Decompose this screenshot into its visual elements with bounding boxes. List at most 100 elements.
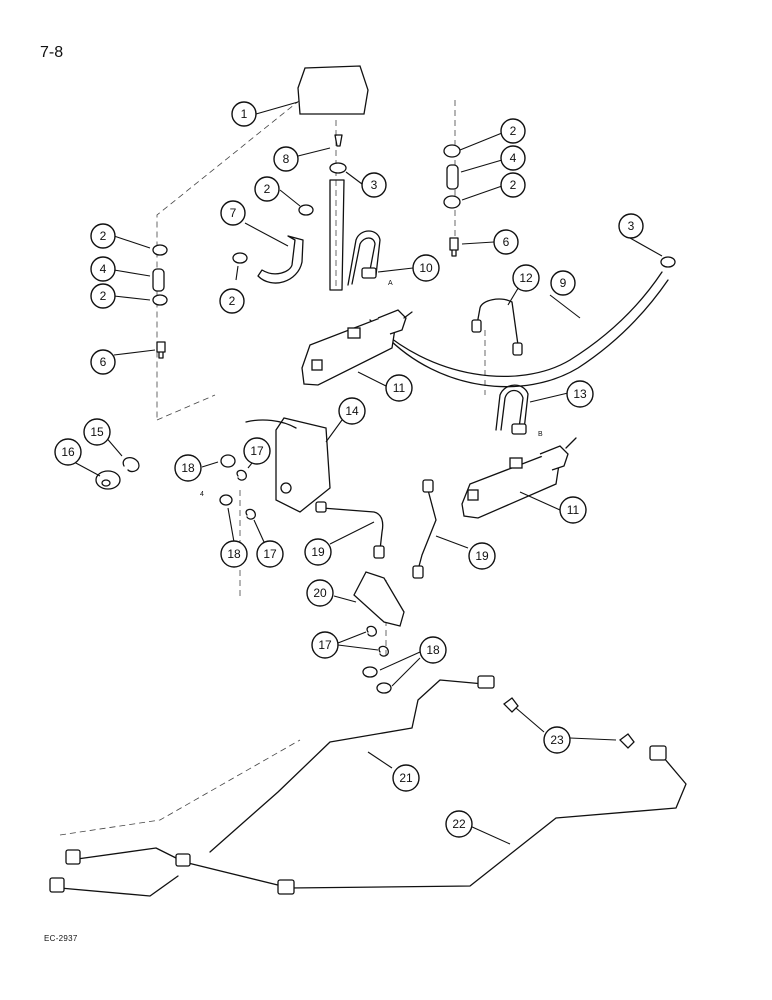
mark-four: 4 [200,491,204,498]
leader-lines [73,101,663,845]
svg-text:6: 6 [503,235,510,249]
svg-text:2: 2 [229,294,236,308]
callout-12: 12 [512,264,540,292]
svg-text:17: 17 [263,547,277,561]
callout-18: 18 [419,636,447,664]
callout-18: 18 [174,454,202,482]
callout-14: 14 [338,397,366,425]
plate-20 [353,571,405,627]
clips-and-bushings [219,454,392,694]
svg-text:22: 22 [452,817,466,831]
callout-13: 13 [566,380,594,408]
svg-text:3: 3 [371,178,378,192]
bracket-14 [275,417,331,513]
svg-text:17: 17 [250,444,264,458]
callout-23: 23 [543,726,571,754]
callout-19: 19 [304,538,332,566]
svg-text:10: 10 [419,261,433,275]
pipe-22 [69,757,687,889]
svg-text:14: 14 [345,404,359,418]
fitting-6-right [449,237,459,257]
svg-text:21: 21 [399,771,413,785]
callout-16: 16 [54,438,82,466]
callout-2: 2 [219,288,245,314]
svg-text:18: 18 [426,643,440,657]
svg-text:11: 11 [567,503,580,517]
callout-3: 3 [361,172,387,198]
callout-18: 18 [220,540,248,568]
svg-text:23: 23 [550,733,564,747]
svg-text:11: 11 [393,381,406,395]
callout-17: 17 [256,540,284,568]
svg-text:18: 18 [181,461,195,475]
svg-text:3: 3 [628,219,635,233]
callout-11: 11 [559,496,587,524]
callout-19: 19 [468,542,496,570]
callout-15: 15 [83,418,111,446]
page-number: 7-8 [40,44,64,61]
callout-20: 20 [306,579,334,607]
svg-text:17: 17 [318,638,332,652]
callout-17: 17 [243,437,271,465]
svg-text:2: 2 [100,289,107,303]
callout-8: 8 [273,146,299,172]
svg-text:4: 4 [510,151,517,165]
mark-b: B [538,431,543,438]
svg-text:19: 19 [311,545,325,559]
svg-text:8: 8 [283,152,290,166]
fitting-23-left [503,697,519,713]
clip-15 [122,456,140,473]
pipe-13 [495,384,529,431]
svg-text:7: 7 [230,206,237,220]
callout-2: 2 [90,223,116,249]
callout-7: 7 [220,200,246,226]
callout-4: 4 [90,256,116,282]
sleeve-4-right [446,164,459,190]
pipe-10 [347,230,381,286]
svg-text:2: 2 [510,124,517,138]
pipe-19-right [417,489,437,571]
svg-text:20: 20 [313,586,327,600]
fitting-23-right [619,733,635,749]
hose-7 [257,235,304,284]
svg-text:2: 2 [264,182,271,196]
callout-21: 21 [392,764,420,792]
reservoir [297,65,369,115]
svg-text:2: 2 [510,178,517,192]
callout-2: 2 [254,176,280,202]
callout-17: 17 [311,631,339,659]
callout-2: 2 [500,118,526,144]
svg-text:19: 19 [475,549,489,563]
callout-1: 1 [231,101,257,127]
svg-text:1: 1 [241,107,248,121]
callout-2: 2 [500,172,526,198]
svg-text:6: 6 [100,355,107,369]
hose-3 [329,179,345,291]
alignment-guides [59,99,486,836]
mark-a: A [388,280,393,287]
callout-4: 4 [500,145,526,171]
fitting-8 [334,134,343,147]
pipe-19-left [321,507,384,551]
callout-6: 6 [493,229,519,255]
callout-3: 3 [618,213,644,239]
svg-text:15: 15 [90,425,104,439]
master-cylinder-lower [461,437,577,519]
sleeve-4-left [152,268,165,292]
pipe-12 [475,298,519,346]
callout-2: 2 [90,283,116,309]
hose-9 [369,271,663,377]
callout-9: 9 [550,270,576,296]
svg-text:12: 12 [519,271,533,285]
callout-10: 10 [412,254,440,282]
fitting-6-left [156,341,166,359]
master-cylinder-upper [301,309,413,386]
diagram-code: EC-2937 [44,934,78,943]
callout-6: 6 [90,349,116,375]
svg-text:9: 9 [560,276,567,290]
svg-text:13: 13 [573,387,587,401]
svg-text:16: 16 [61,445,75,459]
pipe-21 [209,679,485,853]
svg-text:18: 18 [227,547,241,561]
